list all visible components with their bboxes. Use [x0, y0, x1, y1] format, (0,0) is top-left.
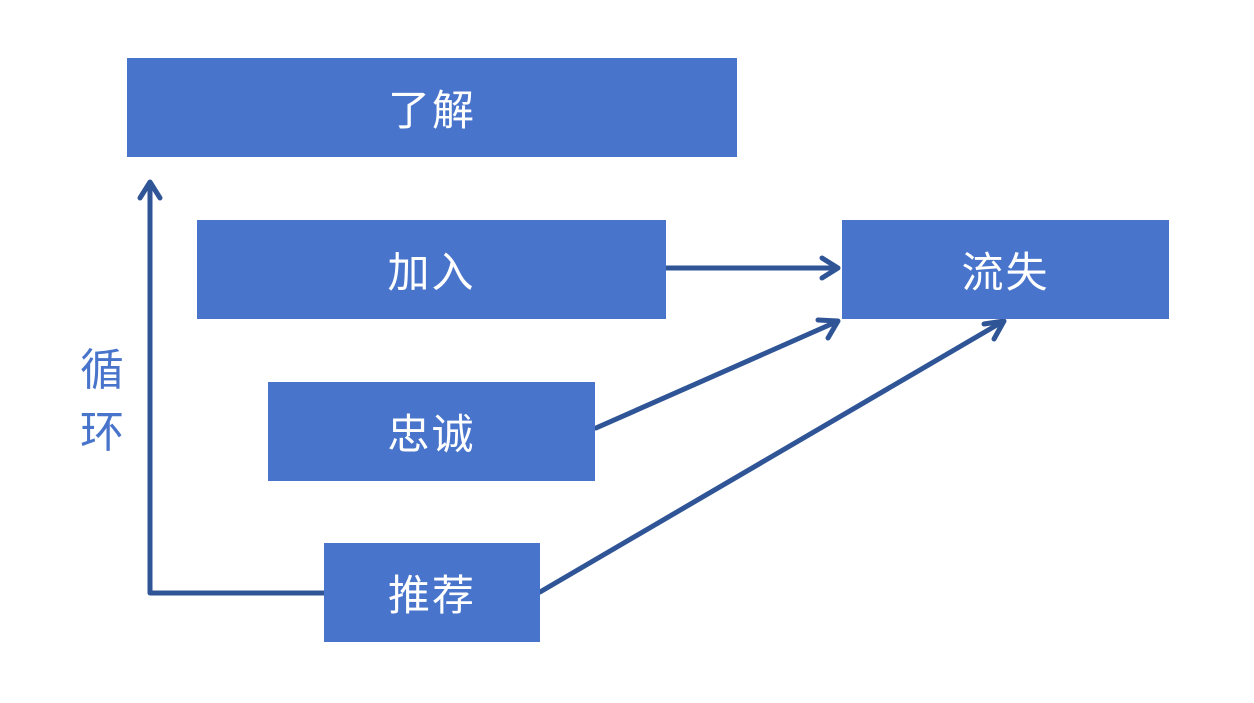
edge-tuijian-liushi — [537, 319, 1005, 595]
node-zhongcheng-label: 忠诚 — [387, 410, 476, 459]
cycle-label-char-1: 循 — [80, 345, 124, 396]
node-liushi: 流失 — [842, 220, 1169, 319]
node-zhongcheng: 忠诚 — [268, 382, 595, 481]
edge-jiaru-liushi-arrowhead — [819, 255, 841, 281]
node-liaojie-label: 了解 — [387, 86, 476, 135]
edge-tuijian-liushi-arrowhead — [981, 318, 1007, 342]
cycle-label: 循 环 — [72, 340, 132, 464]
node-tuijian-label: 推荐 — [387, 571, 476, 620]
node-liaojie: 了解 — [127, 58, 737, 157]
edge-tuijian-liaojie — [147, 181, 327, 596]
node-liushi-label: 流失 — [961, 248, 1050, 297]
edge-tuijian-liaojie-arrowhead — [137, 179, 163, 201]
edge-zhongcheng-liushi-arrowhead — [815, 317, 841, 341]
node-jiaru-label: 加入 — [387, 248, 476, 297]
cycle-label-char-2: 环 — [80, 407, 124, 458]
node-tuijian: 推荐 — [324, 543, 540, 642]
edge-zhongcheng-liushi — [593, 319, 839, 431]
node-jiaru: 加入 — [197, 220, 666, 319]
